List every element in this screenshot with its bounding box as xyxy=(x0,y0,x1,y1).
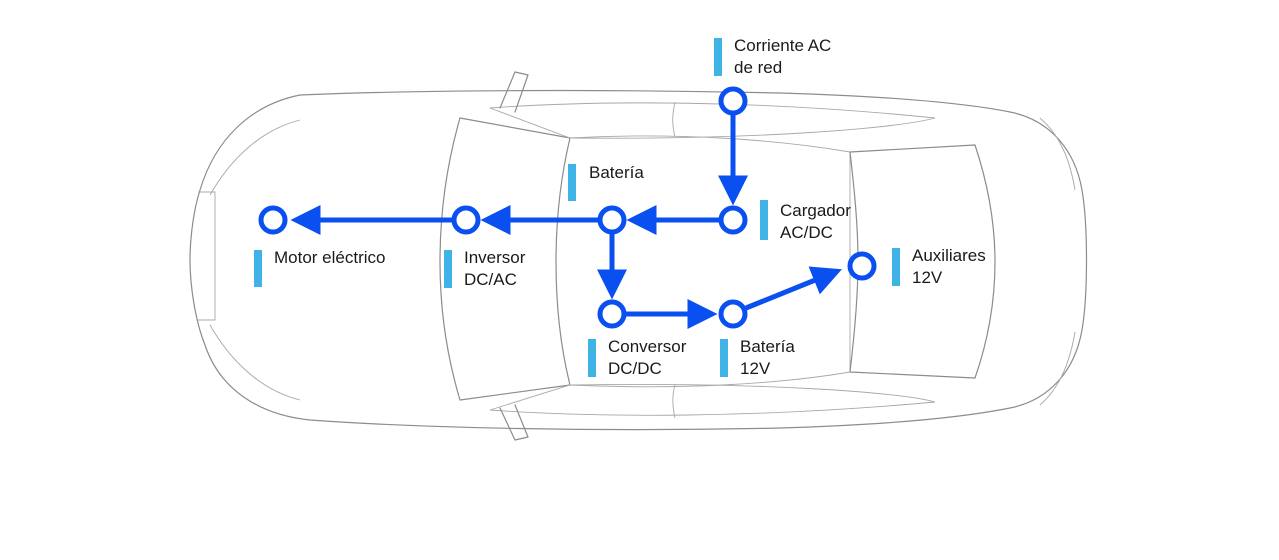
label-line: Auxiliares xyxy=(912,246,986,265)
flow-edges xyxy=(290,114,842,329)
label-motor: Motor eléctrico xyxy=(274,247,385,269)
node-bateria-12v xyxy=(718,299,748,329)
label-corriente-ac: Corriente AC de red xyxy=(734,35,831,79)
label-line: AC/DC xyxy=(780,223,833,242)
label-conversor: Conversor DC/DC xyxy=(608,336,686,380)
label-line: Corriente AC xyxy=(734,36,832,55)
label-cargador: Cargador AC/DC xyxy=(780,200,851,244)
node-cargador xyxy=(718,205,748,235)
node-motor xyxy=(258,205,288,235)
marker-cargador xyxy=(760,200,768,240)
marker-inversor xyxy=(444,250,452,288)
node-auxiliares xyxy=(847,251,877,281)
marker-bateria-12v xyxy=(720,339,728,377)
label-line: Batería xyxy=(740,337,795,356)
marker-conversor xyxy=(588,339,596,377)
label-line: Motor eléctrico xyxy=(274,248,386,267)
node-conversor xyxy=(597,299,627,329)
marker-corriente-ac xyxy=(714,38,722,76)
marker-auxiliares xyxy=(892,248,900,286)
marker-motor xyxy=(254,250,262,287)
flow-nodes xyxy=(258,86,877,329)
label-auxiliares: Auxiliares 12V xyxy=(912,245,986,289)
edge-bateria12v-to-auxiliares xyxy=(745,266,842,311)
marker-bateria xyxy=(568,164,576,201)
node-corriente-ac xyxy=(718,86,748,116)
label-line: DC/AC xyxy=(464,270,517,289)
label-line: Conversor xyxy=(608,337,687,356)
label-bateria: Batería xyxy=(589,162,644,184)
label-line: 12V xyxy=(912,268,943,287)
label-line: Inversor xyxy=(464,248,526,267)
label-bateria-12v: Batería 12V xyxy=(740,336,795,380)
node-inversor xyxy=(451,205,481,235)
label-line: Cargador xyxy=(780,201,851,220)
label-line: de red xyxy=(734,58,783,77)
label-line: DC/DC xyxy=(608,359,662,378)
label-inversor: Inversor DC/AC xyxy=(464,247,525,291)
node-bateria xyxy=(597,205,627,235)
label-line: Batería xyxy=(589,163,644,182)
label-line: 12V xyxy=(740,359,771,378)
